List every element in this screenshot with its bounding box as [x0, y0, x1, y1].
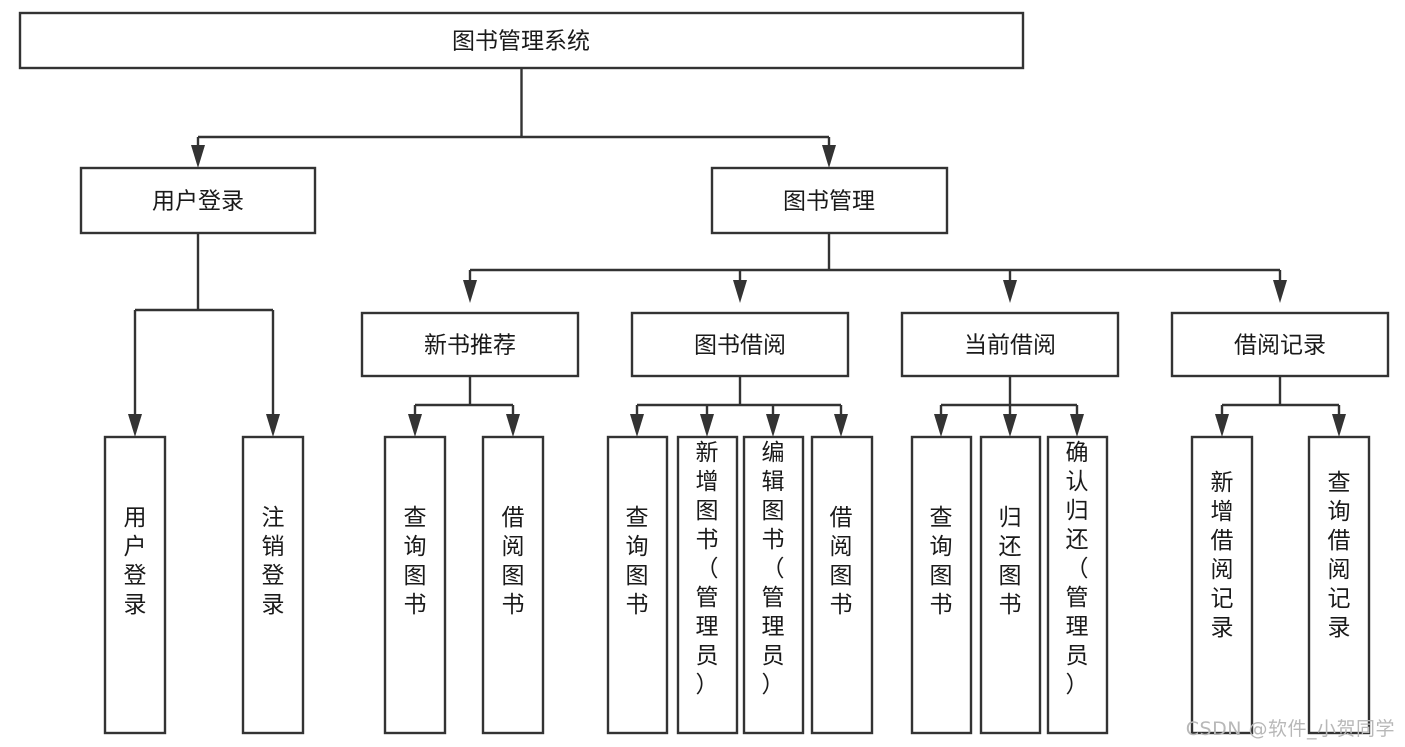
node-leaf-borrow-book-2-box[interactable]: [810, 435, 874, 735]
node-leaf-query-book-3-box[interactable]: [910, 435, 973, 735]
node-leaf-user-login-box[interactable]: [103, 435, 167, 735]
node-leaf-edit-book-label: 编辑图书（管理员）: [762, 440, 785, 698]
node-leaf-edit-book-box[interactable]: [742, 435, 805, 735]
node-leaf-logout-label: 注销登录: [262, 505, 285, 618]
node-new-book-rec-label: 新书推荐: [424, 333, 516, 359]
node-leaf-query-book-3[interactable]: 查询图书: [910, 435, 973, 735]
arrow-to-user-login: [191, 145, 205, 168]
node-book-manage-label: 图书管理: [783, 189, 875, 215]
arrow-to-leaf-confirm-return: [1070, 414, 1084, 437]
node-leaf-borrow-book-2[interactable]: 借阅图书: [810, 435, 874, 735]
node-book-borrow[interactable]: 图书借阅: [630, 311, 850, 378]
arrow-to-leaf-user-login: [128, 414, 142, 437]
node-book-manage-box[interactable]: [710, 166, 949, 235]
node-leaf-query-book-2-label: 查询图书: [626, 505, 649, 618]
node-new-book-rec-box[interactable]: [360, 311, 580, 378]
node-leaf-query-record-box[interactable]: [1307, 435, 1371, 735]
node-leaf-query-book-3-label: 查询图书: [930, 505, 953, 618]
arrow-to-leaf-query-book-3: [934, 414, 948, 437]
node-leaf-borrow-book-1[interactable]: 借阅图书: [481, 435, 545, 735]
node-user-login-box[interactable]: [79, 166, 317, 235]
node-leaf-logout-box[interactable]: [241, 435, 305, 735]
arrow-to-leaf-query-record: [1332, 414, 1346, 437]
arrow-to-borrow-record: [1273, 280, 1287, 303]
node-leaf-return-book-box[interactable]: [979, 435, 1042, 735]
node-leaf-borrow-book-1-label: 借阅图书: [502, 505, 525, 618]
node-user-login-label: 用户登录: [152, 189, 244, 215]
node-root-box[interactable]: [18, 11, 1025, 70]
node-leaf-borrow-book-2-label: 借阅图书: [830, 505, 853, 618]
node-borrow-record-label: 借阅记录: [1234, 333, 1326, 359]
node-user-login[interactable]: 用户登录: [79, 166, 317, 235]
node-leaf-add-record-box[interactable]: [1190, 435, 1254, 735]
node-leaf-query-book-1-box[interactable]: [383, 435, 447, 735]
node-borrow-record[interactable]: 借阅记录: [1170, 311, 1390, 378]
node-leaf-user-login-label: 用户登录: [124, 505, 147, 618]
node-leaf-return-book[interactable]: 归还图书: [979, 435, 1042, 735]
arrow-to-leaf-query-book-1: [408, 414, 422, 437]
node-borrow-record-box[interactable]: [1170, 311, 1390, 378]
node-book-manage[interactable]: 图书管理: [710, 166, 949, 235]
node-root[interactable]: 图书管理系统: [18, 11, 1025, 70]
arrow-to-new-book-rec: [463, 280, 477, 303]
node-book-borrow-box[interactable]: [630, 311, 850, 378]
node-book-borrow-label: 图书借阅: [694, 333, 786, 359]
node-leaf-user-login[interactable]: 用户登录: [103, 435, 167, 735]
node-current-borrow[interactable]: 当前借阅: [900, 311, 1120, 378]
node-leaf-query-book-2-box[interactable]: [606, 435, 669, 735]
node-leaf-logout[interactable]: 注销登录: [241, 435, 305, 735]
node-leaf-edit-book[interactable]: 编辑图书（管理员）: [742, 435, 805, 735]
arrow-to-leaf-borrow-book-2: [834, 414, 848, 437]
node-root-label: 图书管理系统: [452, 29, 590, 55]
node-leaf-add-record[interactable]: 新增借阅记录: [1190, 435, 1254, 735]
arrow-to-leaf-borrow-book-1: [506, 414, 520, 437]
arrow-to-current-borrow: [1003, 280, 1017, 303]
node-leaf-confirm-return[interactable]: 确认归还（管理员）: [1046, 435, 1109, 735]
node-current-borrow-label: 当前借阅: [964, 333, 1056, 359]
node-new-book-rec[interactable]: 新书推荐: [360, 311, 580, 378]
node-leaf-confirm-return-box[interactable]: [1046, 435, 1109, 735]
connector-layer: [128, 68, 1346, 437]
node-leaf-return-book-label: 归还图书: [999, 505, 1022, 618]
arrow-to-leaf-edit-book: [766, 414, 780, 437]
node-leaf-query-book-1-label: 查询图书: [404, 505, 427, 618]
node-leaf-add-book-label: 新增图书（管理员）: [696, 440, 719, 698]
arrow-to-leaf-logout: [266, 414, 280, 437]
node-current-borrow-box[interactable]: [900, 311, 1120, 378]
node-leaf-confirm-return-label: 确认归还（管理员）: [1066, 440, 1089, 698]
arrow-to-leaf-add-record: [1215, 414, 1229, 437]
node-leaf-query-record[interactable]: 查询借阅记录: [1307, 435, 1371, 735]
arrow-to-book-manage: [822, 145, 836, 168]
node-leaf-query-book-1[interactable]: 查询图书: [383, 435, 447, 735]
arrow-to-leaf-add-book: [700, 414, 714, 437]
node-leaf-add-record-label: 新增借阅记录: [1211, 470, 1234, 641]
node-leaf-add-book[interactable]: 新增图书（管理员）: [676, 435, 739, 735]
node-leaf-query-book-2[interactable]: 查询图书: [606, 435, 669, 735]
arrow-to-leaf-return-book: [1003, 414, 1017, 437]
node-leaf-query-record-label: 查询借阅记录: [1328, 470, 1351, 641]
node-leaf-add-book-box[interactable]: [676, 435, 739, 735]
arrow-to-book-borrow: [733, 280, 747, 303]
arrow-to-leaf-query-book-2: [630, 414, 644, 437]
node-leaf-borrow-book-1-box[interactable]: [481, 435, 545, 735]
